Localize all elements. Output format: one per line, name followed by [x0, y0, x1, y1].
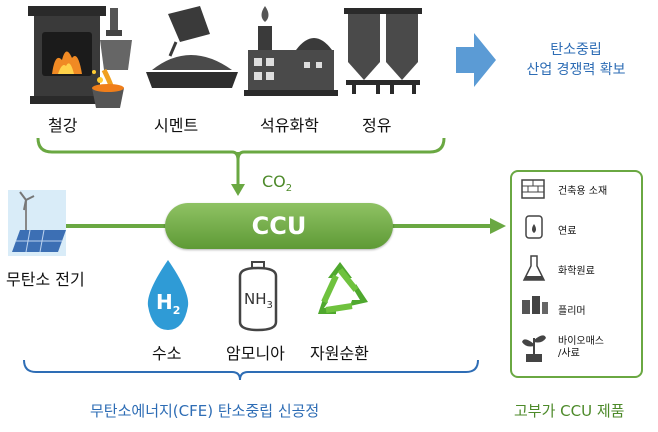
- petrochemical-plant-icon: [244, 6, 338, 96]
- goal-line-2: 산업 경쟁력 확보: [526, 62, 626, 78]
- goal-text: 탄소중립 산업 경쟁력 확보: [506, 40, 646, 80]
- product-item: 건축용 소재: [558, 186, 607, 198]
- hydrogen-h: H: [156, 290, 173, 314]
- refinery-silo-icon: [344, 8, 422, 94]
- footer-cfe-label: 무탄소에너지(CFE) 탄소중립 신공정: [90, 402, 320, 420]
- product-label: 플리머: [558, 306, 586, 317]
- product-label: 연료: [558, 226, 577, 237]
- product-label: 건축용 소재: [558, 186, 608, 197]
- plant-sprout-icon: [522, 335, 546, 362]
- top-bracket: [36, 137, 446, 161]
- cfe-label-ammonia: 암모니아: [226, 344, 285, 363]
- hydrogen-sub: 2: [172, 304, 181, 317]
- bottom-bracket: [23, 359, 479, 381]
- ammonia-nh: NH: [244, 290, 267, 308]
- polymer-bottles-icon: [522, 296, 548, 314]
- products-box: 건축용 소재 연료 화학원료 플리머 바이오매스 /사료: [510, 170, 643, 378]
- ammonia-tank-icon: [238, 261, 278, 332]
- product-label: 화학원료: [558, 266, 595, 277]
- hydrogen-symbol: H2: [156, 290, 180, 317]
- industry-label-steel: 철강: [48, 116, 78, 135]
- ccu-process-pill: CCU: [165, 203, 393, 249]
- goal-arrow-icon: [456, 33, 496, 87]
- recycle-icon: [318, 262, 368, 314]
- goal-line-1: 탄소중립: [550, 42, 602, 58]
- brick-wall-icon: [521, 179, 545, 199]
- ammonia-symbol: NH3: [244, 290, 273, 311]
- product-item: 연료: [558, 226, 576, 238]
- cfe-label-power: 무탄소 전기: [6, 270, 85, 289]
- industry-label-refinery: 정유: [362, 116, 392, 135]
- fuel-barrel-icon: [525, 215, 543, 239]
- product-label: 바이오매스 /사료: [558, 336, 604, 359]
- footer-products-label: 고부가 CCU 제품: [514, 402, 625, 420]
- furnace-icon: [28, 6, 106, 104]
- flask-icon: [522, 255, 546, 281]
- ladle-icon: [92, 8, 132, 108]
- hydrogen-drop-icon: [147, 260, 189, 330]
- solar-wind-icon: [8, 190, 66, 256]
- product-item: 바이오매스 /사료: [558, 336, 604, 360]
- co2-label: CO2: [262, 172, 292, 194]
- product-item: 화학원료: [558, 266, 595, 278]
- product-item: 플리머: [558, 306, 586, 318]
- cfe-label-recycle: 자원순환: [310, 344, 369, 363]
- cement-icon: [146, 6, 238, 88]
- co2-main: CO: [262, 172, 286, 191]
- co2-sub: 2: [285, 183, 293, 195]
- ammonia-sub: 3: [266, 300, 273, 311]
- cfe-label-hydrogen: 수소: [152, 344, 182, 363]
- industry-label-cement: 시멘트: [154, 116, 199, 135]
- industry-label-petrochemical: 석유화학: [260, 116, 319, 135]
